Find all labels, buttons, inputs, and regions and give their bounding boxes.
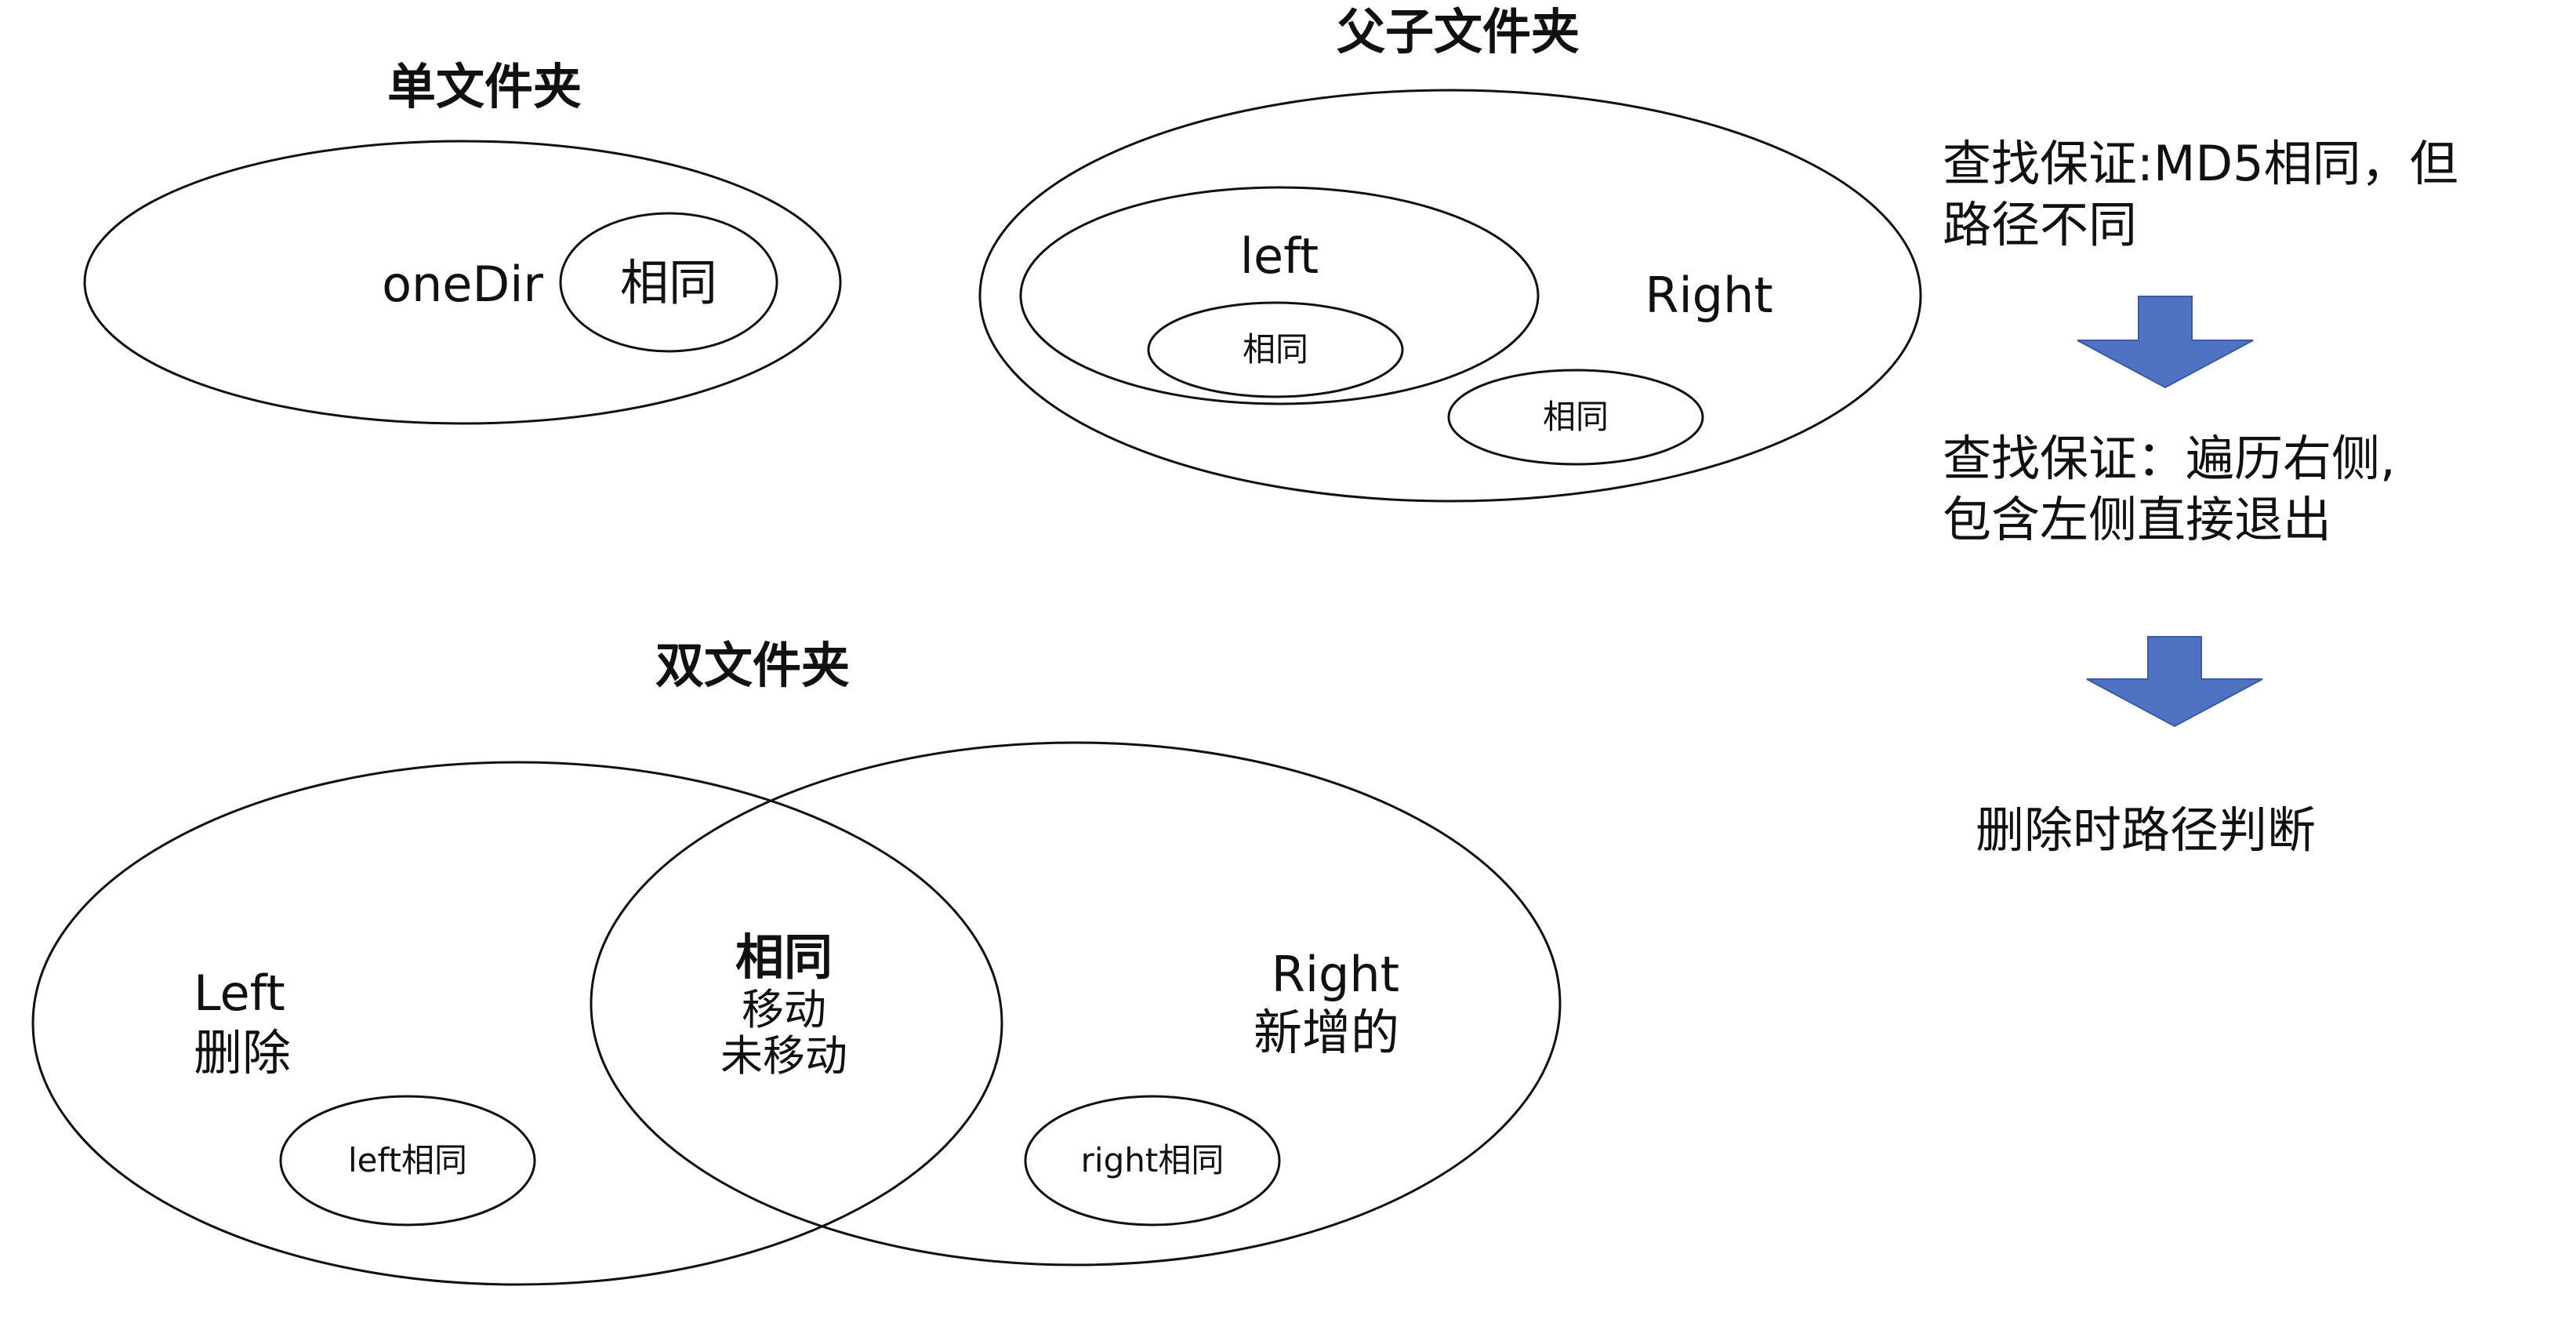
overlap-not-moved-label: 未移动 [720,1031,847,1081]
single-same-ellipse [559,212,778,353]
down-arrow-icon [2077,296,2254,389]
flow-step2-line2: 包含左侧直接退出 [1943,491,2331,548]
parent-child-right-label: Right [1645,267,1772,324]
left-inner-same-ellipse [1147,301,1404,398]
parent-child-title: 父子文件夹 [1337,3,1580,60]
left-same-label: left相同 [348,1141,467,1179]
flow-step3: 删除时路径判断 [1976,801,2316,859]
left-same-ellipse [279,1095,536,1226]
left-inner-same-label: 相同 [1243,330,1308,369]
double-right-new-label: 新增的 [1254,1004,1399,1061]
single-folder-title: 单文件夹 [387,58,582,115]
down-arrow-icon [2086,636,2263,728]
double-right-label: Right [1272,946,1399,1003]
left-folder-ellipse [31,761,1003,1286]
one-dir-label: oneDir [382,256,543,313]
flow-step2-line1: 查找保证：遍历右侧, [1943,430,2396,487]
right-outer-ellipse [978,89,1922,503]
left-inner-ellipse [1019,186,1540,405]
right-same-ellipse [1447,369,1704,466]
flow-step1-line1: 查找保证:MD5相同，但 [1943,135,2458,192]
double-folder-title: 双文件夹 [655,637,850,694]
one-dir-ellipse [83,140,842,425]
single-same-label: 相同 [620,254,717,311]
double-left-label: Left [194,965,285,1022]
right-same-label-double: right相同 [1081,1141,1225,1179]
right-same-label: 相同 [1543,398,1609,436]
flow-step1-line2: 路径不同 [1943,196,2137,253]
double-left-delete-label: 删除 [194,1024,291,1081]
parent-child-left-label: left [1240,227,1319,285]
right-same-ellipse-double [1024,1095,1281,1226]
overlap-moved-label: 移动 [742,985,826,1034]
overlap-same-title: 相同 [735,928,833,986]
right-folder-ellipse [590,741,1562,1266]
